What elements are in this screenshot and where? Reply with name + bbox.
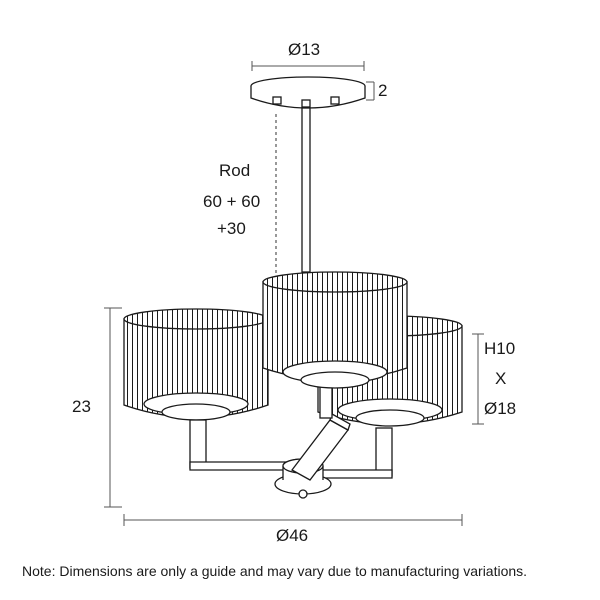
shade-left xyxy=(123,308,269,421)
rod-extension-label: +30 xyxy=(217,219,246,238)
overall-height-dimension xyxy=(104,307,122,508)
overall-height-label: 23 xyxy=(72,397,91,416)
shade-height-label: H10 xyxy=(484,339,516,358)
shade-height-dimension xyxy=(472,333,484,425)
disclaimer-note: Note: Dimensions are only a guide and ma… xyxy=(22,563,528,579)
suspension-rod xyxy=(301,107,311,273)
rod-length-label: 60 + 60 xyxy=(203,192,261,211)
ceiling-canopy xyxy=(250,76,366,109)
arm-frame xyxy=(189,375,393,499)
rod-title-label: Rod xyxy=(219,161,251,180)
shade-diameter-label: Ø18 xyxy=(484,399,517,418)
overall-diameter-label: Ø46 xyxy=(276,526,309,545)
shade-x-label: X xyxy=(495,369,507,388)
shade-front xyxy=(262,271,408,389)
canopy-height-label: 2 xyxy=(378,81,388,100)
canopy-diameter-label: Ø13 xyxy=(288,40,321,59)
canopy-height-dimension xyxy=(366,81,375,101)
overall-diameter-dimension xyxy=(123,514,463,526)
canopy-diameter-dimension xyxy=(251,61,365,71)
